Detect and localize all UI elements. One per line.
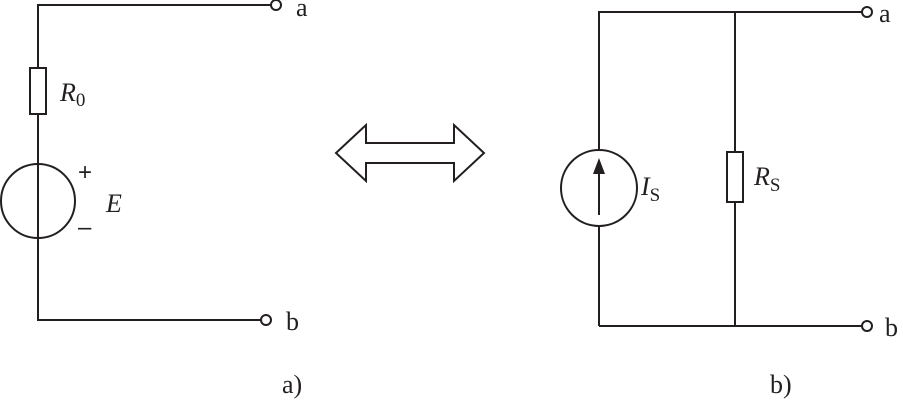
terminal-a-left-label: a xyxy=(296,0,308,22)
current-source-is-label: IS xyxy=(640,172,660,206)
circuit-b: a b IS RS b) xyxy=(560,0,898,399)
terminal-a-right xyxy=(861,6,873,18)
terminal-a-right-label: a xyxy=(879,0,891,28)
resistor-rs-label: RS xyxy=(753,162,780,196)
double-headed-arrow-icon xyxy=(334,122,486,184)
circuit-a-wires xyxy=(37,4,271,321)
caption-a: a) xyxy=(282,370,302,399)
source-e-label: E xyxy=(105,189,122,218)
current-source-is xyxy=(560,149,638,227)
minus-sign: – xyxy=(78,214,92,241)
terminal-a-left xyxy=(270,0,282,11)
terminal-b-left xyxy=(260,314,272,326)
resistor-rs xyxy=(726,151,744,203)
caption-b: b) xyxy=(770,370,792,399)
terminal-b-left-label: b xyxy=(286,307,299,336)
terminal-b-right xyxy=(861,320,873,332)
resistor-r0 xyxy=(29,67,47,115)
voltage-source-e xyxy=(0,163,76,239)
terminal-b-right-label: b xyxy=(885,313,898,342)
circuit-a: a b R0 + – E a) xyxy=(0,0,308,399)
resistor-r0-label: R0 xyxy=(59,78,85,111)
plus-sign: + xyxy=(78,159,92,186)
circuit-b-wires xyxy=(598,11,862,327)
